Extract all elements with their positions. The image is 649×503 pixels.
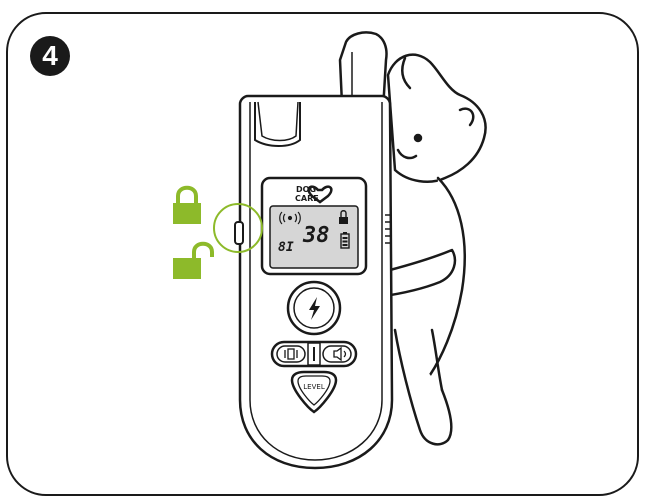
battery-icon — [340, 232, 350, 249]
level-button[interactable]: LEVEL — [290, 370, 338, 414]
speaker-icon — [333, 346, 347, 362]
shock-button[interactable] — [286, 280, 342, 336]
person-figure — [368, 53, 487, 446]
switch-highlight-ring — [213, 203, 263, 253]
signal-waves-icon — [279, 211, 301, 225]
lcd-display — [269, 205, 359, 269]
vibrate-button[interactable] — [276, 345, 306, 363]
brand-line1: DOG — [296, 185, 316, 194]
sound-button[interactable] — [322, 345, 352, 363]
padlock-open-icon — [173, 241, 214, 279]
mode-buttons — [270, 340, 358, 368]
lock-switch[interactable] — [234, 221, 244, 245]
padlock-closed-icon — [173, 185, 201, 224]
screen: DOG CARE 38 8I — [260, 176, 368, 276]
panel-frame — [6, 12, 639, 496]
brand-line2: CARE — [295, 194, 319, 203]
lcd-lock-icon — [339, 210, 348, 224]
step-number-badge: 4 — [30, 36, 70, 76]
lightning-icon — [309, 297, 320, 320]
heart-logo-icon — [307, 185, 333, 204]
lcd-mode-value: 8I — [278, 240, 294, 255]
vibration-icon — [284, 348, 298, 360]
lcd-level-value: 38 — [302, 223, 330, 248]
level-button-label: LEVEL — [303, 383, 325, 391]
